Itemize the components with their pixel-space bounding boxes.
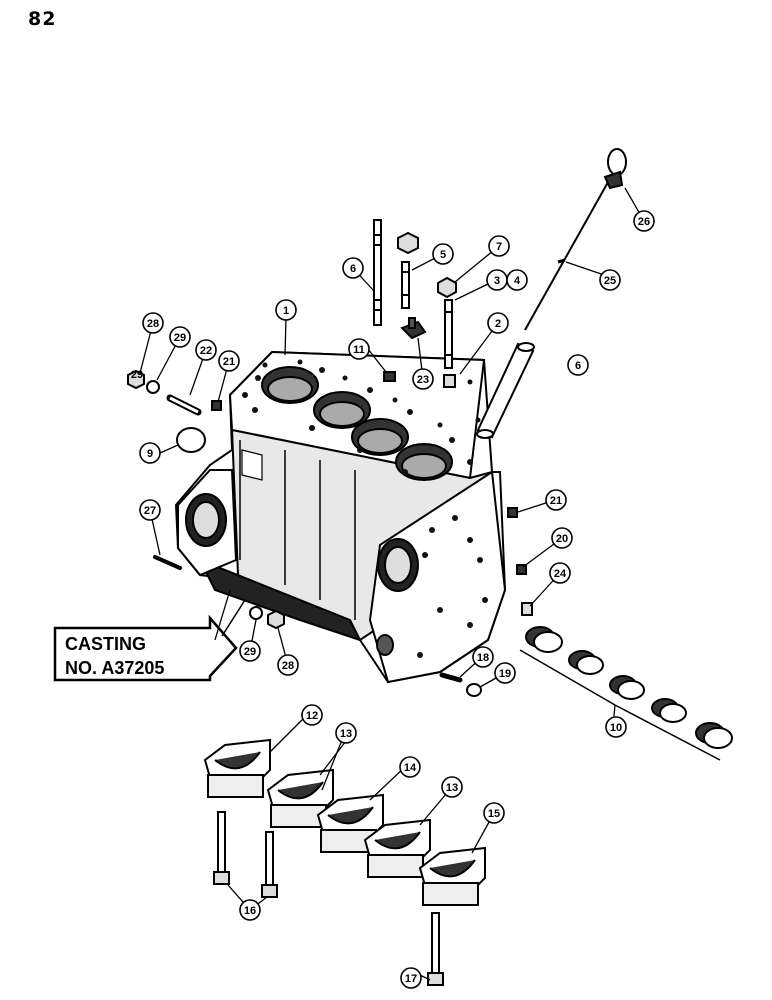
callout-7: 7 — [496, 241, 502, 253]
callout-1: 1 — [283, 305, 289, 317]
callout-5: 5 — [440, 249, 446, 261]
callout-21b: 21 — [550, 495, 562, 507]
callout-29b: 29 — [244, 646, 256, 658]
callout-29a: 29 — [174, 332, 186, 344]
callout-25: 25 — [604, 275, 616, 287]
callout-26: 26 — [638, 216, 650, 228]
callout-4: 4 — [514, 275, 521, 287]
callout-12: 12 — [306, 710, 318, 722]
callout-19: 19 — [499, 668, 511, 680]
bearing-cap-13a — [266, 768, 334, 828]
casting-label-line1: CASTING — [65, 634, 146, 654]
casting-label-line2: NO. A37205 — [65, 658, 164, 678]
camshaft-bearings — [525, 626, 733, 749]
callout-28a: 28 — [147, 318, 159, 330]
callout-28b: 28 — [282, 660, 294, 672]
callout-16: 16 — [244, 905, 256, 917]
bearing-cap-14 — [316, 793, 384, 853]
head-bolt-holes — [242, 359, 481, 475]
studs-and-fasteners — [127, 148, 627, 697]
callout-21a: 21 — [223, 356, 235, 368]
callout-22: 22 — [200, 345, 212, 357]
casting-label: CASTING NO. A37205 — [53, 599, 246, 682]
callout-6a: 6 — [350, 263, 356, 275]
callout-13a: 13 — [340, 728, 352, 740]
callout-10: 10 — [610, 722, 622, 734]
callout-23: 23 — [417, 374, 429, 386]
callout-6b: 6 — [575, 360, 581, 372]
callout-13b: 13 — [446, 782, 458, 794]
callout-18: 18 — [477, 652, 489, 664]
callout-2: 2 — [495, 318, 501, 330]
callout-bubbles — [139, 210, 655, 989]
callout-numbers: 1 2 3 4 5 6 6 7 9 10 11 12 13 14 13 15 1… — [131, 216, 650, 985]
page-number: 82 — [28, 8, 57, 30]
callout-9: 9 — [147, 448, 153, 460]
callout-3: 3 — [494, 275, 500, 287]
bearing-bracket-line — [519, 649, 721, 761]
callout-24: 24 — [554, 568, 567, 580]
callout-15: 15 — [488, 808, 500, 820]
callout-14: 14 — [404, 762, 417, 774]
callout-20: 20 — [556, 533, 568, 545]
callout-17: 17 — [405, 973, 417, 985]
cylinder-bores — [261, 366, 453, 481]
bearing-cap-12 — [203, 738, 271, 798]
callout-27: 27 — [144, 505, 156, 517]
callout-11: 11 — [353, 344, 365, 356]
main-bearing-caps — [203, 738, 486, 986]
bearing-cap-15 — [418, 846, 486, 906]
callout-29c: 29 — [131, 369, 143, 381]
rear-plate-holes — [417, 515, 488, 658]
bearing-cap-13b — [363, 818, 431, 878]
